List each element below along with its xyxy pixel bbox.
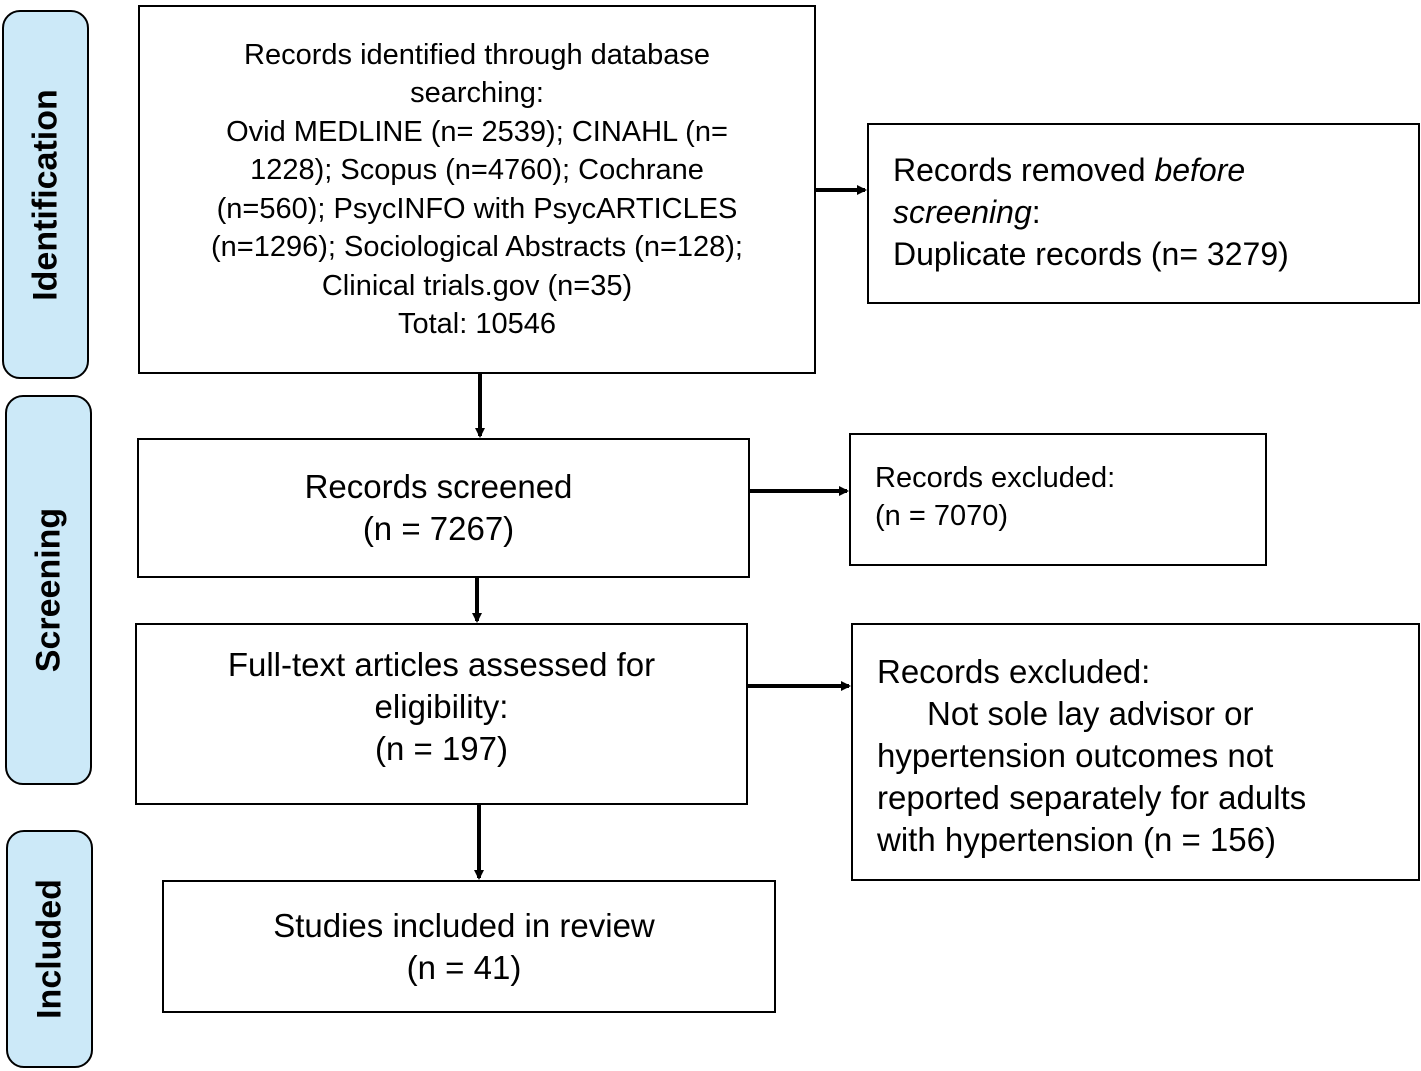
screened-line-1: Records screened (304, 468, 573, 505)
records-removed-box: Records removed before screening: Duplic… (867, 123, 1420, 304)
records-excluded-screening-text: Records excluded: (n = 7070) (875, 459, 1265, 535)
included-line-1: Studies included in review (273, 906, 655, 944)
records-excluded-screening-box: Records excluded: (n = 7070) (849, 433, 1267, 566)
excluded-fulltext-line-1: Records excluded: (877, 653, 1151, 690)
records-identified-text: Records identified through database sear… (211, 36, 743, 344)
fulltext-assessed-text: Full-text articles assessed for eligibil… (228, 644, 655, 770)
records-identified-box: Records identified through database sear… (138, 5, 816, 374)
fulltext-line-3: (n = 197) (375, 730, 508, 767)
identified-line: searching: (410, 77, 544, 109)
fulltext-line-1: Full-text articles assessed for (227, 646, 656, 683)
identified-line: Total: 10546 (397, 308, 556, 340)
phase-included: Included (6, 830, 93, 1068)
identified-line: Clinical trials.gov (n=35) (321, 269, 633, 302)
screened-line-2: (n = 7267) (362, 510, 515, 547)
identified-line: (n=1296); Sociological Abstracts (n=128)… (211, 231, 743, 263)
records-screened-box: Records screened (n = 7267) (137, 438, 750, 578)
removed-colon: : (1031, 194, 1041, 230)
removed-italic-screening: screening (893, 194, 1032, 230)
removed-italic-before: before (1154, 152, 1246, 188)
studies-included-text: Studies included in review (n = 41) (273, 905, 655, 989)
excluded-fulltext-line-5: with hypertension (n = 156) (877, 821, 1276, 858)
removed-line-2: screening: (893, 191, 1418, 233)
identified-line: (n=560); PsycINFO with PsycARTICLES (216, 192, 738, 225)
removed-line-1: Records removed before (893, 149, 1418, 191)
records-excluded-fulltext-text: Records excluded: Not sole lay advisor o… (877, 651, 1418, 861)
included-line-2: (n = 41) (406, 948, 522, 986)
identified-line: 1228); Scopus (n=4760); Cochrane (250, 154, 704, 186)
records-removed-text: Records removed before screening: Duplic… (893, 149, 1418, 275)
identified-line: Ovid MEDLINE (n= 2539); CINAHL (n= (226, 115, 728, 148)
excluded-fulltext-line-4: reported separately for adults (877, 779, 1307, 816)
fulltext-line-2: eligibility: (374, 688, 509, 725)
phase-identification: Identification (2, 10, 89, 379)
phase-screening: Screening (5, 395, 92, 785)
excluded-screen-line-1: Records excluded: (875, 462, 1116, 494)
fulltext-assessed-box: Full-text articles assessed for eligibil… (135, 623, 748, 805)
excluded-fulltext-line-2: Not sole lay advisor or (927, 695, 1254, 732)
removed-line-3: Duplicate records (n= 3279) (893, 236, 1289, 272)
excluded-fulltext-line-3: hypertension outcomes not (877, 737, 1274, 774)
excluded-screen-line-2: (n = 7070) (875, 500, 1009, 532)
studies-included-box: Studies included in review (n = 41) (162, 880, 776, 1013)
records-excluded-fulltext-box: Records excluded: Not sole lay advisor o… (851, 623, 1420, 881)
identified-line: Records identified through database (244, 38, 710, 71)
records-screened-text: Records screened (n = 7267) (305, 466, 573, 550)
removed-prefix: Records removed (893, 152, 1155, 188)
